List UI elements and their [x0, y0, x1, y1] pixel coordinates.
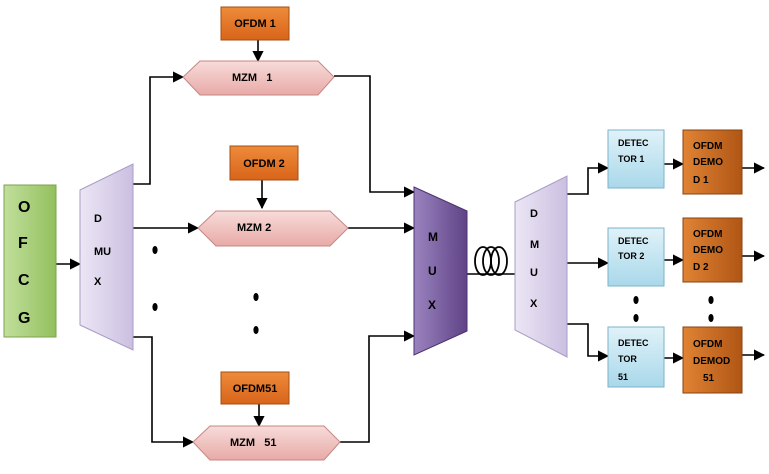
ofdm-label: OFDM 2 — [243, 158, 285, 170]
ofcg-letter: G — [18, 310, 30, 327]
demod-label: 51 — [703, 373, 715, 384]
mzm-modulator-2: MZM 2 — [197, 210, 349, 247]
demod-label: DEMOD — [693, 356, 730, 367]
demod-label: DEMO — [693, 245, 723, 256]
ofdm-source-2: OFDM 2 — [229, 145, 299, 181]
dmux-rx-label: X — [530, 298, 538, 310]
mux-label: X — [428, 298, 436, 312]
detector-label: 51 — [618, 372, 628, 382]
demod-label: OFDM — [693, 141, 722, 152]
ofdm-source-51: OFDM51 — [220, 371, 290, 405]
detector-label: DETEC — [618, 338, 649, 348]
detector-label: TOR 1 — [618, 154, 644, 164]
mux-label: M — [428, 230, 438, 244]
demod-label: D 2 — [693, 262, 709, 273]
dmux-tx-label: MU — [94, 246, 111, 258]
detector-label: TOR 2 — [618, 251, 644, 261]
demod-label: OFDM — [693, 339, 722, 350]
mzm-label: MZM 2 — [237, 222, 271, 234]
dmux-transmitter: D MU X — [79, 163, 134, 351]
mzm-label: MZM 51 — [230, 437, 276, 449]
ofdm-source-1: OFDM 1 — [220, 6, 290, 41]
ofdm-label: OFDM51 — [233, 383, 278, 395]
dmux-tx-label: D — [94, 213, 102, 225]
detector-label: DETEC — [618, 138, 649, 148]
mux-block: M U X — [413, 186, 468, 356]
dmux-rx-label: D — [530, 208, 538, 220]
dmux-rx-label: U — [530, 267, 538, 279]
detector-label: TOR — [618, 354, 637, 364]
demod-label: DEMO — [693, 157, 723, 168]
ofdm-label: OFDM 1 — [234, 18, 276, 30]
demodulator-51: OFDM DEMOD 51 — [682, 326, 743, 394]
ellipsis-dots — [152, 246, 714, 334]
ofcg-block: O F C G — [3, 184, 57, 338]
demod-label: D 1 — [693, 175, 709, 186]
demodulator-1: OFDM DEMO D 1 — [682, 129, 743, 195]
detector-label: DETEC — [618, 236, 649, 246]
ofcg-letter: O — [18, 199, 30, 216]
mux-label: U — [428, 264, 437, 278]
dmux-receiver: D M U X — [514, 175, 568, 358]
detector-1: DETEC TOR 1 — [607, 129, 665, 189]
connection-wires — [56, 40, 766, 448]
dmux-tx-label: X — [94, 276, 102, 288]
detector-2: DETEC TOR 2 — [607, 227, 665, 287]
mzm-modulator-51: MZM 51 — [192, 425, 341, 461]
demod-label: OFDM — [693, 229, 722, 240]
mzm-modulator-1: MZM 1 — [182, 60, 335, 96]
fiber-coil-icon — [474, 246, 508, 276]
dmux-rx-label: M — [530, 239, 539, 251]
detector-51: DETEC TOR 51 — [607, 326, 665, 388]
ofcg-letter: F — [18, 235, 28, 252]
ofcg-letter: C — [18, 272, 30, 289]
demodulator-2: OFDM DEMO D 2 — [682, 217, 743, 283]
mzm-label: MZM 1 — [232, 72, 272, 84]
